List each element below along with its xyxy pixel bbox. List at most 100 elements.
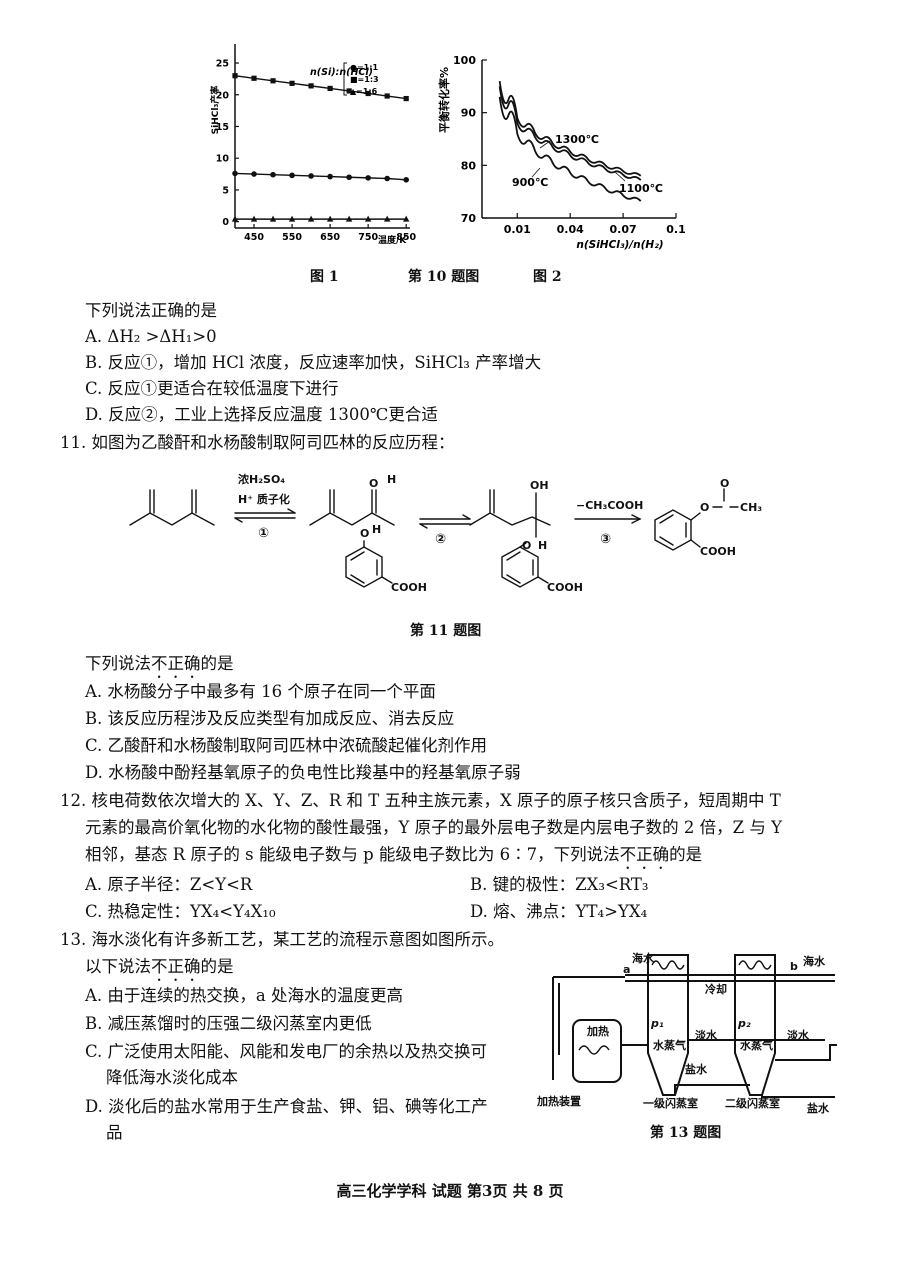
chart1-point-1:3 — [289, 80, 295, 86]
page-footer: 高三化学学科 试题 第3页 共 8 页 — [336, 1182, 564, 1200]
q13-stage-1: 一级闪蒸室 — [643, 1096, 698, 1110]
q13-option-a: A. 由于连续的热交换，a 处海水的温度更高 — [85, 986, 403, 1005]
chart2-ylabel: 平衡转化率% — [437, 67, 451, 133]
q11-aspirin-ch3: CH₃ — [740, 501, 762, 514]
q13-steam-2: 水蒸气 — [740, 1038, 773, 1052]
q13-option-c-2: 降低海水淡化成本 — [106, 1068, 238, 1087]
q13-seawater-left: 海水 — [632, 951, 655, 965]
chart1-xtick-label: 750 — [358, 232, 378, 243]
chart-1: SiHCl₃产率 温度/K 0 5 10 15 20 25 450 550 650 750 850… — [209, 44, 416, 246]
chart2-xtick-label: 0.01 — [504, 223, 531, 236]
chart1-xtick-label: 650 — [320, 232, 340, 243]
q11-cooh-1: COOH — [391, 581, 427, 594]
q13-option-d-2: 品 — [106, 1123, 123, 1142]
chart1-point-1:1 — [308, 173, 314, 179]
q13-fresh-1: 淡水 — [695, 1028, 718, 1042]
chart1-legend-1: ●=1:1 — [350, 63, 378, 72]
chart1-ylabel: SiHCl₃产率 — [209, 86, 221, 135]
chart2-series-900℃ — [498, 96, 642, 202]
q11-step-1: ① — [258, 526, 269, 541]
q11-option-a: A. 水杨酸分子中最多有 16 个原子在同一个平面 — [85, 682, 436, 701]
q12-option-a: A. 原子半径：Z<Y<R — [85, 875, 253, 894]
q11-reagent-h2so4: 浓H₂SO₄ — [238, 472, 285, 486]
chart2-leader-1100 — [614, 171, 626, 182]
q12-option-b: B. 键的极性：ZX₃<RT₃ — [470, 875, 649, 894]
chart1-xtick-label: 450 — [244, 232, 264, 243]
chart1-point-1:1 — [251, 171, 257, 177]
chart1-ytick-label: 15 — [216, 122, 229, 133]
q13-brine-2: 盐水 — [807, 1101, 830, 1115]
chart1-xtick-label: 550 — [282, 232, 302, 243]
chart1-series-line-1:1 — [234, 172, 407, 181]
q10-option-d: D. 反应②，工业上选择反应温度 1300℃更合适 — [85, 405, 438, 424]
figure-10: SiHCl₃产率 温度/K 0 5 10 15 20 25 450 550 650 750 850… — [209, 44, 686, 251]
chart2-leader-1300 — [539, 140, 551, 149]
q10-option-a: A. ΔH₂ >ΔH₁>0 — [85, 327, 217, 346]
q13-heat: 加热 — [586, 1024, 609, 1038]
chart1-point-1:3 — [346, 88, 352, 94]
q11-aspirin-o: O — [700, 501, 709, 514]
q11-cooh-2: COOH — [547, 581, 583, 594]
q13-desalination-diagram: 海水 a b 海水 冷却 p₁ p₂ 加热 水蒸气 水蒸气 淡水 淡水 盐水 盐… — [536, 951, 837, 1115]
q11-option-b: B. 该反应历程涉及反应类型有加成反应、消去反应 — [85, 709, 455, 728]
chart1-point-1:3 — [232, 73, 238, 79]
chart2-ytick-label: 70 — [461, 212, 477, 225]
q13-fresh-2: 淡水 — [787, 1028, 810, 1042]
q11-step-2: ② — [435, 532, 446, 547]
q11-oxonium-o-2: O — [522, 539, 531, 552]
q10-option-b: B. 反应①，增加 HCl 浓度，反应速率加快，SiHCl₃ 产率增大 — [85, 353, 542, 372]
chart1-ytick-label: 0 — [222, 217, 229, 228]
chart1-ytick-label: 5 — [222, 185, 229, 196]
chart2-label-1300: 1300℃ — [555, 133, 599, 146]
chart1-point-1:1 — [365, 175, 371, 181]
q11-phenol-h: H — [372, 523, 381, 536]
q13-heater-label: 加热装置 — [536, 1094, 581, 1108]
chart2-ytick-label: 90 — [461, 107, 477, 120]
chart1-point-1:3 — [365, 90, 371, 97]
chart1-point-1:3 — [327, 85, 333, 92]
chart1-xlabel: 温度/K — [378, 234, 407, 246]
chart1-legend-3: ▲=1:6 — [350, 87, 378, 96]
chart1-point-1:3 — [403, 95, 409, 102]
q11-option-d: D. 水杨酸中酚羟基氧原子的负电性比羧基中的羟基氧原子弱 — [85, 763, 521, 782]
chart1-point-1:6 — [250, 215, 258, 222]
q11-title: 11. 如图为乙酸酐和水杨酸制取阿司匹林的反应历程： — [60, 433, 455, 452]
chart2-leader-900 — [531, 167, 541, 178]
chart1-point-1:1 — [327, 173, 333, 180]
chart1-point-1:1 — [270, 171, 276, 178]
chart1-point-1:3 — [251, 75, 257, 81]
chart2-label-1100: 1100℃ — [619, 182, 663, 195]
chart1-xtick-label: 850 — [396, 232, 416, 243]
q11-loss-acetic-acid: −CH₃COOH — [576, 499, 643, 512]
chart1-ytick-label: 20 — [216, 90, 230, 101]
chart2-ytick-label: 80 — [461, 159, 477, 172]
chart1-ytick-label: 10 — [216, 154, 230, 165]
q13-p1: p₁ — [650, 1017, 664, 1030]
chart2-series-1300℃ — [498, 80, 642, 177]
chart1-legend-2: ■=1:3 — [350, 75, 379, 84]
q10-option-c: C. 反应①更适合在较低温度下进行 — [85, 379, 339, 398]
q13-steam-1: 水蒸气 — [653, 1038, 686, 1052]
chart2-label-900: 900℃ — [512, 176, 548, 189]
chart1-legend-title: n(Si):n(HCl) — [310, 67, 373, 78]
chart1-point-1:1 — [346, 174, 352, 181]
chart1-point-1:6 — [345, 215, 353, 222]
q11-oxonium-o: O — [369, 477, 378, 490]
fig10-caption-2: 图 2 — [533, 269, 562, 285]
chart2-xtick-label: 0.04 — [557, 223, 584, 236]
chart1-ytick-label: 25 — [216, 59, 229, 70]
q11-oxonium-h: H — [387, 473, 396, 486]
q11-stem: 下列说法不正确的是 — [85, 654, 234, 673]
chart1-point-1:1 — [232, 170, 238, 177]
q10-stem: 下列说法正确的是 — [85, 301, 217, 320]
q13-option-c-1: C. 广泛使用太阳能、风能和发电厂的余热以及热交换可 — [85, 1042, 488, 1061]
chart1-point-1:1 — [289, 172, 295, 179]
chart1-point-1:1 — [403, 176, 409, 183]
chart1-point-1:6 — [364, 215, 372, 222]
chart1-point-1:3 — [270, 78, 276, 84]
chart1-point-1:6 — [231, 215, 239, 222]
chart2-xtick-label: 0.1 — [666, 223, 686, 236]
q13-cooling: 冷却 — [705, 982, 727, 996]
q13-point-a: a — [623, 963, 630, 976]
fig10-caption-1: 图 1 — [310, 269, 339, 285]
